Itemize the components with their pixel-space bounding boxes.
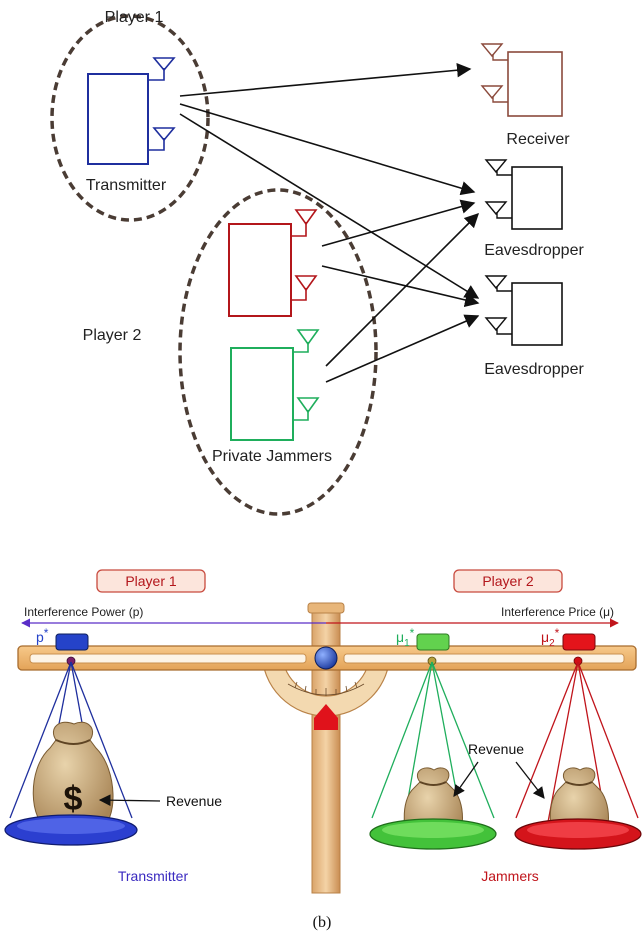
dial-pointer: [314, 704, 338, 730]
mu2-star-label: μ2*: [541, 626, 560, 649]
red-jammer-node: [228, 209, 318, 317]
player2-badge: Player 2: [453, 569, 563, 593]
arrow-red-to-eve1: [321, 199, 476, 247]
arrow-tx-to-receiver: [179, 63, 472, 97]
arrow-red-to-eve2: [321, 265, 480, 308]
eavesdropper1-node: Eavesdropper: [484, 159, 584, 259]
signal-arrows: [179, 63, 480, 383]
transmitter-label: Transmitter: [86, 177, 167, 194]
balance-illustration: Player 1 Player 2 Interference Power (p)…: [4, 569, 642, 894]
antenna-icon: [484, 159, 512, 219]
money-bag-icon: $: [32, 721, 114, 829]
pan-icon: [514, 818, 642, 850]
mu1-slider: [416, 633, 450, 651]
balance-transmitter-label: Transmitter: [118, 868, 189, 884]
transmitter-node: Transmitter: [86, 57, 176, 194]
antenna-icon: [484, 275, 512, 335]
revenue-left-label: Revenue: [166, 793, 222, 809]
player1-label: Player 1: [105, 9, 164, 26]
revenue-red-arrow: [515, 761, 545, 799]
player1-badge-label: Player 1: [125, 573, 177, 589]
player2-badge-label: Player 2: [482, 573, 534, 589]
receiver-label: Receiver: [506, 131, 570, 148]
green-jammer-node: Private Jammers: [212, 329, 332, 465]
revenue-right-label: Revenue: [468, 741, 524, 757]
arrow-tx-to-eve1: [179, 103, 476, 196]
eavesdropper1-label: Eavesdropper: [484, 242, 584, 259]
eavesdropper2-node: Eavesdropper: [484, 275, 584, 378]
mu2-slider: [562, 633, 596, 651]
jammers-label: Private Jammers: [212, 448, 332, 465]
eavesdropper2-label: Eavesdropper: [484, 361, 584, 378]
figure-caption: (b): [313, 914, 332, 931]
antenna-icon: [291, 209, 318, 301]
revenue-left-arrow: [98, 794, 161, 807]
power-axis-label: Interference Power (p): [24, 605, 143, 619]
player2-label: Player 2: [83, 327, 142, 344]
svg-text:$: $: [64, 780, 83, 818]
player1-ellipse: [50, 14, 210, 222]
balance-jammers-label: Jammers: [481, 868, 539, 884]
pan-icon: [369, 818, 497, 850]
pan-icon: [4, 814, 138, 846]
dial-scale: [287, 681, 365, 696]
arrow-green-to-eve2: [325, 314, 480, 383]
mu1-star-label: μ1*: [396, 626, 415, 649]
antenna-icon: [148, 57, 176, 151]
antenna-icon: [480, 43, 508, 103]
receiver-node: Receiver: [480, 43, 570, 148]
player1-badge: Player 1: [96, 569, 206, 593]
arrow-green-to-eve1: [325, 212, 480, 367]
p-slider: [55, 633, 89, 651]
p-star-label: p*: [36, 626, 49, 645]
arrow-tx-to-eve2: [179, 113, 480, 299]
antenna-icon: [293, 329, 320, 421]
top-network-diagram: Player 1 Transmitter Receiver: [50, 9, 584, 516]
player2-ellipse: [178, 188, 378, 516]
price-axis-label: Interference Price (μ): [501, 605, 614, 619]
revenue-green-arrow: [453, 761, 479, 797]
slider-knob-icon: [314, 646, 338, 670]
